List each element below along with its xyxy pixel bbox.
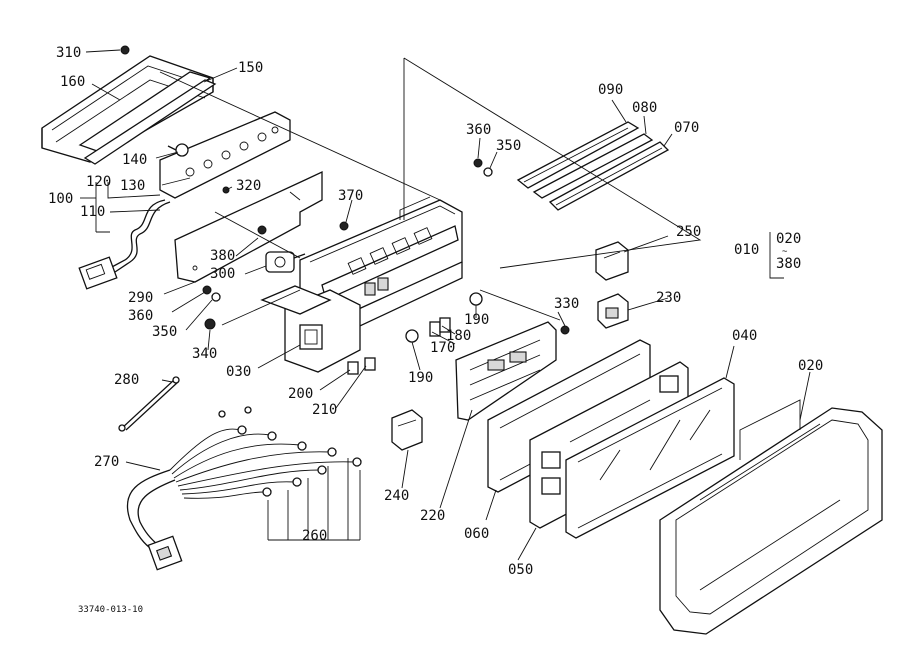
label-050: 050 <box>508 562 533 578</box>
label-210: 210 <box>312 402 337 418</box>
label-370: 370 <box>338 188 363 204</box>
label-090: 090 <box>598 82 623 98</box>
lens-040 <box>565 377 735 539</box>
label-290: 290 <box>128 290 153 306</box>
label-040: 040 <box>732 328 757 344</box>
label-350: 350 <box>152 324 177 340</box>
diagram-code: 33740-013-10 <box>78 605 143 615</box>
leader-lines <box>80 49 811 561</box>
label-070: 070 <box>674 120 699 136</box>
ground-wire-280 <box>118 376 180 432</box>
label-350-top: 350 <box>496 138 521 154</box>
switch-240 <box>391 409 423 451</box>
gasket-150 <box>78 71 217 165</box>
bezel-020 <box>659 399 883 635</box>
label-190-b: 190 <box>408 370 433 386</box>
switch-250 <box>595 241 629 281</box>
harness-110 <box>78 199 171 290</box>
label-020-range: 020 <box>776 231 801 247</box>
label-160: 160 <box>60 74 85 90</box>
bulb-140 <box>167 143 189 157</box>
small-parts <box>347 292 483 375</box>
label-360: 360 <box>128 308 153 324</box>
label-360-top: 360 <box>466 122 491 138</box>
label-250: 250 <box>676 224 701 240</box>
wire-harness-270 <box>126 406 362 571</box>
label-180: 180 <box>446 328 471 344</box>
case-030 <box>260 285 361 373</box>
label-010: 010 <box>734 242 759 258</box>
label-380: 380 <box>210 248 235 264</box>
label-340: 340 <box>192 346 217 362</box>
part-labels: 310 160 150 140 120 130 100 110 320 370 … <box>48 45 823 615</box>
label-300: 300 <box>210 266 235 282</box>
range-tilde: ~ <box>782 247 788 257</box>
label-150: 150 <box>238 60 263 76</box>
sensor-300 <box>265 251 306 273</box>
label-100: 100 <box>48 191 73 207</box>
label-120: 120 <box>86 174 111 190</box>
switch-230 <box>597 293 629 329</box>
label-260: 260 <box>302 528 327 544</box>
label-020: 020 <box>798 358 823 374</box>
label-080: 080 <box>632 100 657 116</box>
light-guide-strips <box>516 121 670 211</box>
label-270: 270 <box>94 454 119 470</box>
label-240: 240 <box>384 488 409 504</box>
label-130: 130 <box>120 178 145 194</box>
label-280: 280 <box>114 372 139 388</box>
label-190-a: 190 <box>464 312 489 328</box>
label-230: 230 <box>656 290 681 306</box>
label-140: 140 <box>122 152 147 168</box>
label-310: 310 <box>56 45 81 61</box>
label-320: 320 <box>236 178 261 194</box>
label-220: 220 <box>420 508 445 524</box>
label-330: 330 <box>554 296 579 312</box>
circuit-board-220 <box>455 321 557 421</box>
mount-plate-130 <box>159 111 291 199</box>
label-110: 110 <box>80 204 105 220</box>
label-030: 030 <box>226 364 251 380</box>
label-200: 200 <box>288 386 313 402</box>
harness-plate-290 <box>174 170 323 283</box>
label-060: 060 <box>464 526 489 542</box>
label-380-range: 380 <box>776 256 801 272</box>
label-170: 170 <box>430 340 455 356</box>
